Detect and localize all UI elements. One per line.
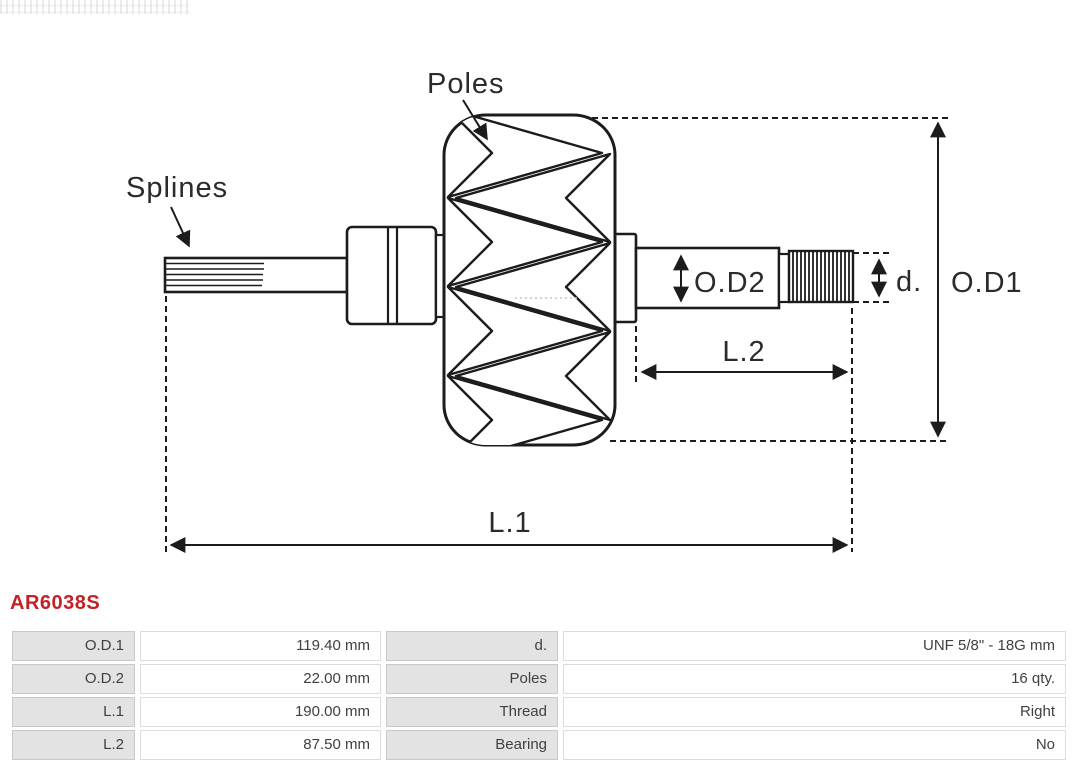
dimension-arrows (169, 121, 946, 553)
leader-lines (170, 99, 488, 248)
od1-dimension-label: O.D1 (951, 267, 1023, 299)
rotor-technical-drawing: Poles Splines O.D2 d. O.D1 L.2 L.1 (126, 68, 1023, 553)
collar (345, 225, 438, 326)
spec-value-d: UNF 5/8" - 18G mm (563, 631, 1066, 661)
logo-artifact (0, 0, 190, 14)
od2-dimension-label: O.D2 (694, 267, 766, 299)
spec-value-l2: 87.50 mm (140, 730, 381, 760)
extension-lines (165, 117, 948, 552)
spec-key-od1: O.D.1 (12, 631, 135, 661)
spec-key-d: d. (386, 631, 558, 661)
thread-hatching (792, 252, 850, 301)
collar-groove (386, 228, 399, 323)
part-number: AR6038S (10, 592, 101, 614)
claw-poles (446, 115, 612, 445)
spec-key-thread: Thread (386, 697, 558, 727)
spec-key-poles: Poles (386, 664, 558, 694)
spec-key-od2: O.D.2 (12, 664, 135, 694)
spec-key-l1: L.1 (12, 697, 135, 727)
splines-leader-arrow (170, 206, 191, 248)
spec-value-bearing: No (563, 730, 1066, 760)
right-shaft (634, 246, 781, 310)
spec-key-l2: L.2 (12, 730, 135, 760)
thread-relief (777, 252, 791, 304)
spec-key-bearing: Bearing (386, 730, 558, 760)
spec-value-od1: 119.40 mm (140, 631, 381, 661)
spec-value-od2: 22.00 mm (140, 664, 381, 694)
splines-label: Splines (126, 172, 228, 204)
spec-value-l1: 190.00 mm (140, 697, 381, 727)
spec-value-poles: 16 qty. (563, 664, 1066, 694)
l2-dimension-label: L.2 (722, 336, 765, 368)
poles-label: Poles (427, 68, 505, 100)
poles-leader-arrow (462, 99, 488, 141)
right-collar (613, 232, 638, 324)
spec-value-thread: Right (563, 697, 1066, 727)
rotor-diagram: Poles Splines O.D2 d. O.D1 L.2 L.1 (126, 68, 1023, 553)
spline-lines (166, 262, 264, 287)
spec-table: O.D.1 119.40 mm d. UNF 5/8" - 18G mm O.D… (12, 631, 1066, 760)
l1-dimension-label: L.1 (488, 507, 531, 539)
d-dimension-label: d. (896, 266, 922, 298)
